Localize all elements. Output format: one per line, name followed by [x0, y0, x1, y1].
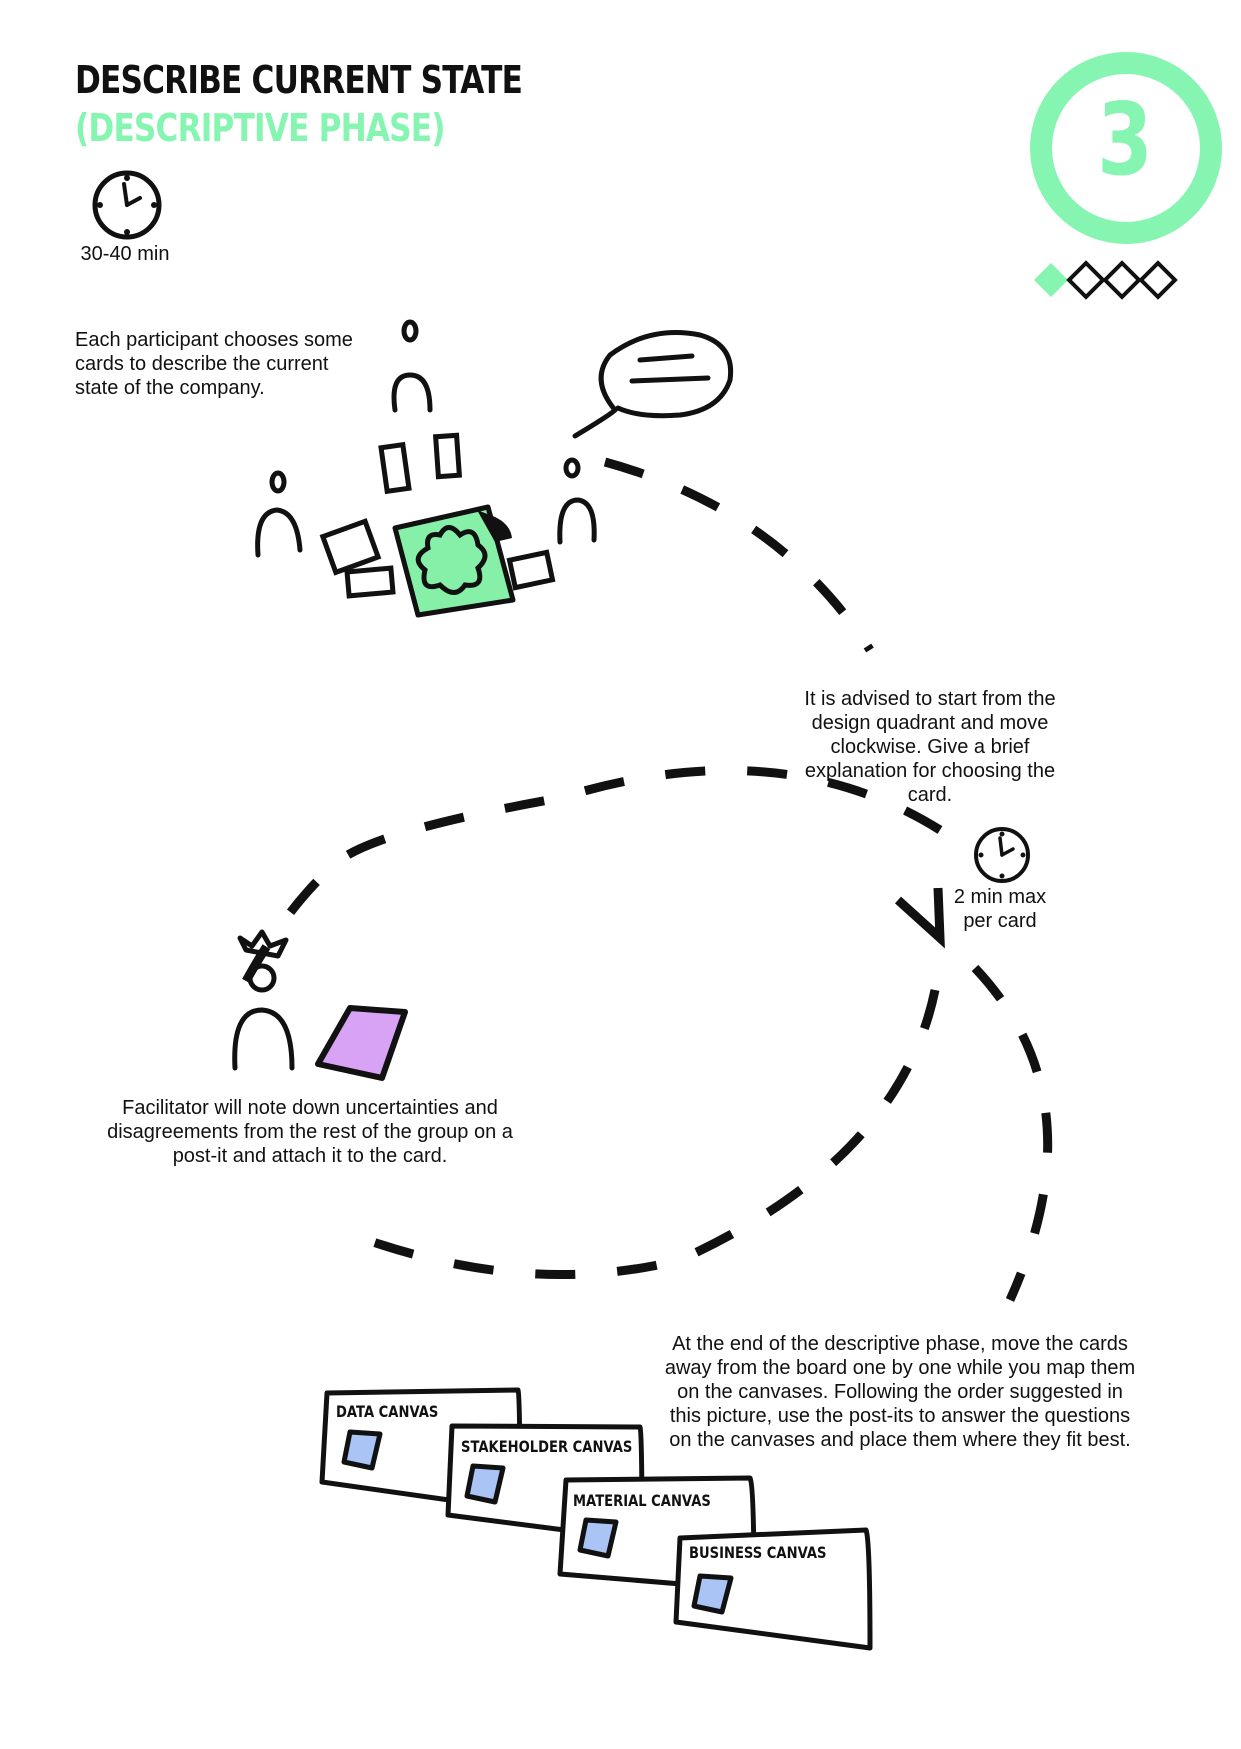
canvas-label-material: MATERIAL CANVAS: [573, 1491, 711, 1510]
person-icon: [391, 319, 433, 413]
step-facilitator: Facilitator will note down uncertainties…: [107, 1097, 513, 1167]
direction-arrow: [894, 887, 945, 949]
board: [392, 504, 516, 618]
canvas-label-stakeholder: STAKEHOLDER CANVAS: [461, 1437, 633, 1456]
page-title: DESCRIBE CURRENT STATE: [75, 58, 523, 102]
step-choose-cards: Each participant chooses some cards to d…: [75, 329, 353, 399]
phase-ring: [1030, 52, 1222, 244]
diamond-icon: [1138, 260, 1178, 300]
canvas-label-business: BUSINESS CANVAS: [689, 1543, 827, 1562]
crown-icon: [237, 929, 289, 959]
step-end-phase: At the end of the descriptive phase, mov…: [664, 1333, 1136, 1451]
canvas-label-data: DATA CANVAS: [336, 1402, 439, 1421]
diamond-icon: [1034, 263, 1068, 297]
participants: [255, 319, 597, 599]
phase-duration: 30-40 min: [80, 243, 170, 265]
speech-bubble-icon: [572, 330, 734, 439]
clock-icon: [92, 170, 162, 240]
progress-indicator: [1034, 260, 1178, 300]
clock-icon: [974, 827, 1030, 883]
canvas-stack: [319, 1387, 873, 1651]
page-subtitle: (DESCRIPTIVE PHASE): [75, 106, 445, 150]
facilitator-postit: [315, 1005, 408, 1081]
phase-number: 3: [1097, 81, 1153, 198]
person-icon: [255, 470, 303, 558]
facilitator: [232, 929, 295, 1071]
diamond-icon: [1066, 260, 1106, 300]
diamond-icon: [1102, 260, 1142, 300]
time-per-card: 2 min max per card: [953, 886, 1047, 932]
flow-path: [225, 457, 1053, 1302]
step-start-design: It is advised to start from the design q…: [804, 688, 1056, 806]
person-icon: [557, 457, 597, 545]
